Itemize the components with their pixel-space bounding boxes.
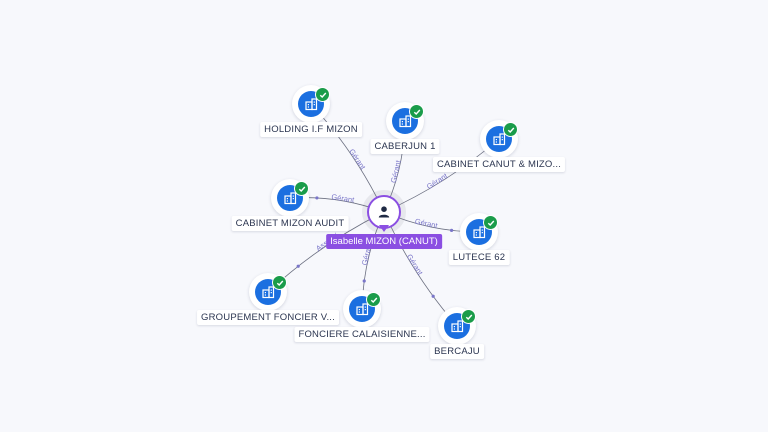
company-name-label: CABINET CANUT & MIZO...: [432, 157, 566, 172]
edge-arrow: [449, 228, 454, 232]
verified-check-icon: [294, 181, 309, 196]
company-name-label: GROUPEMENT FONCIER V...: [197, 310, 339, 325]
verified-check-icon: [366, 292, 381, 307]
edge-role-label: Gérant: [414, 217, 439, 231]
company-name-label: HOLDING I.F MIZON: [260, 122, 362, 137]
verified-check-icon: [461, 309, 476, 324]
edge-role-label: Gérant: [389, 159, 403, 184]
edge-role-label: Gérant: [347, 147, 368, 172]
edge-role-label: Gérant: [331, 192, 356, 204]
company-name-label: CABINET MIZON AUDIT: [231, 216, 349, 231]
edge-arrow: [296, 264, 300, 268]
company-name-label: LUTECE 62: [448, 250, 510, 265]
verified-check-icon: [315, 87, 330, 102]
verified-check-icon: [483, 215, 498, 230]
verified-check-icon: [272, 275, 287, 290]
edge-arrow: [315, 196, 319, 200]
edge-arrow: [431, 294, 435, 298]
company-name-label: FONCIERE CALAISIENNE...: [294, 327, 430, 342]
person-icon: [367, 195, 401, 229]
edge-arrow: [362, 279, 366, 283]
verified-check-icon: [409, 104, 424, 119]
person-name-label: Isabelle MIZON (CANUT): [326, 234, 442, 249]
verified-check-icon: [503, 122, 518, 137]
company-name-label: CABERJUN 1: [370, 139, 440, 154]
person-pin-pointer: [379, 225, 389, 232]
company-name-label: BERCAJU: [430, 344, 484, 359]
edge-role-label: Gérant: [405, 253, 425, 278]
edge-role-label: Gérant: [425, 171, 450, 191]
